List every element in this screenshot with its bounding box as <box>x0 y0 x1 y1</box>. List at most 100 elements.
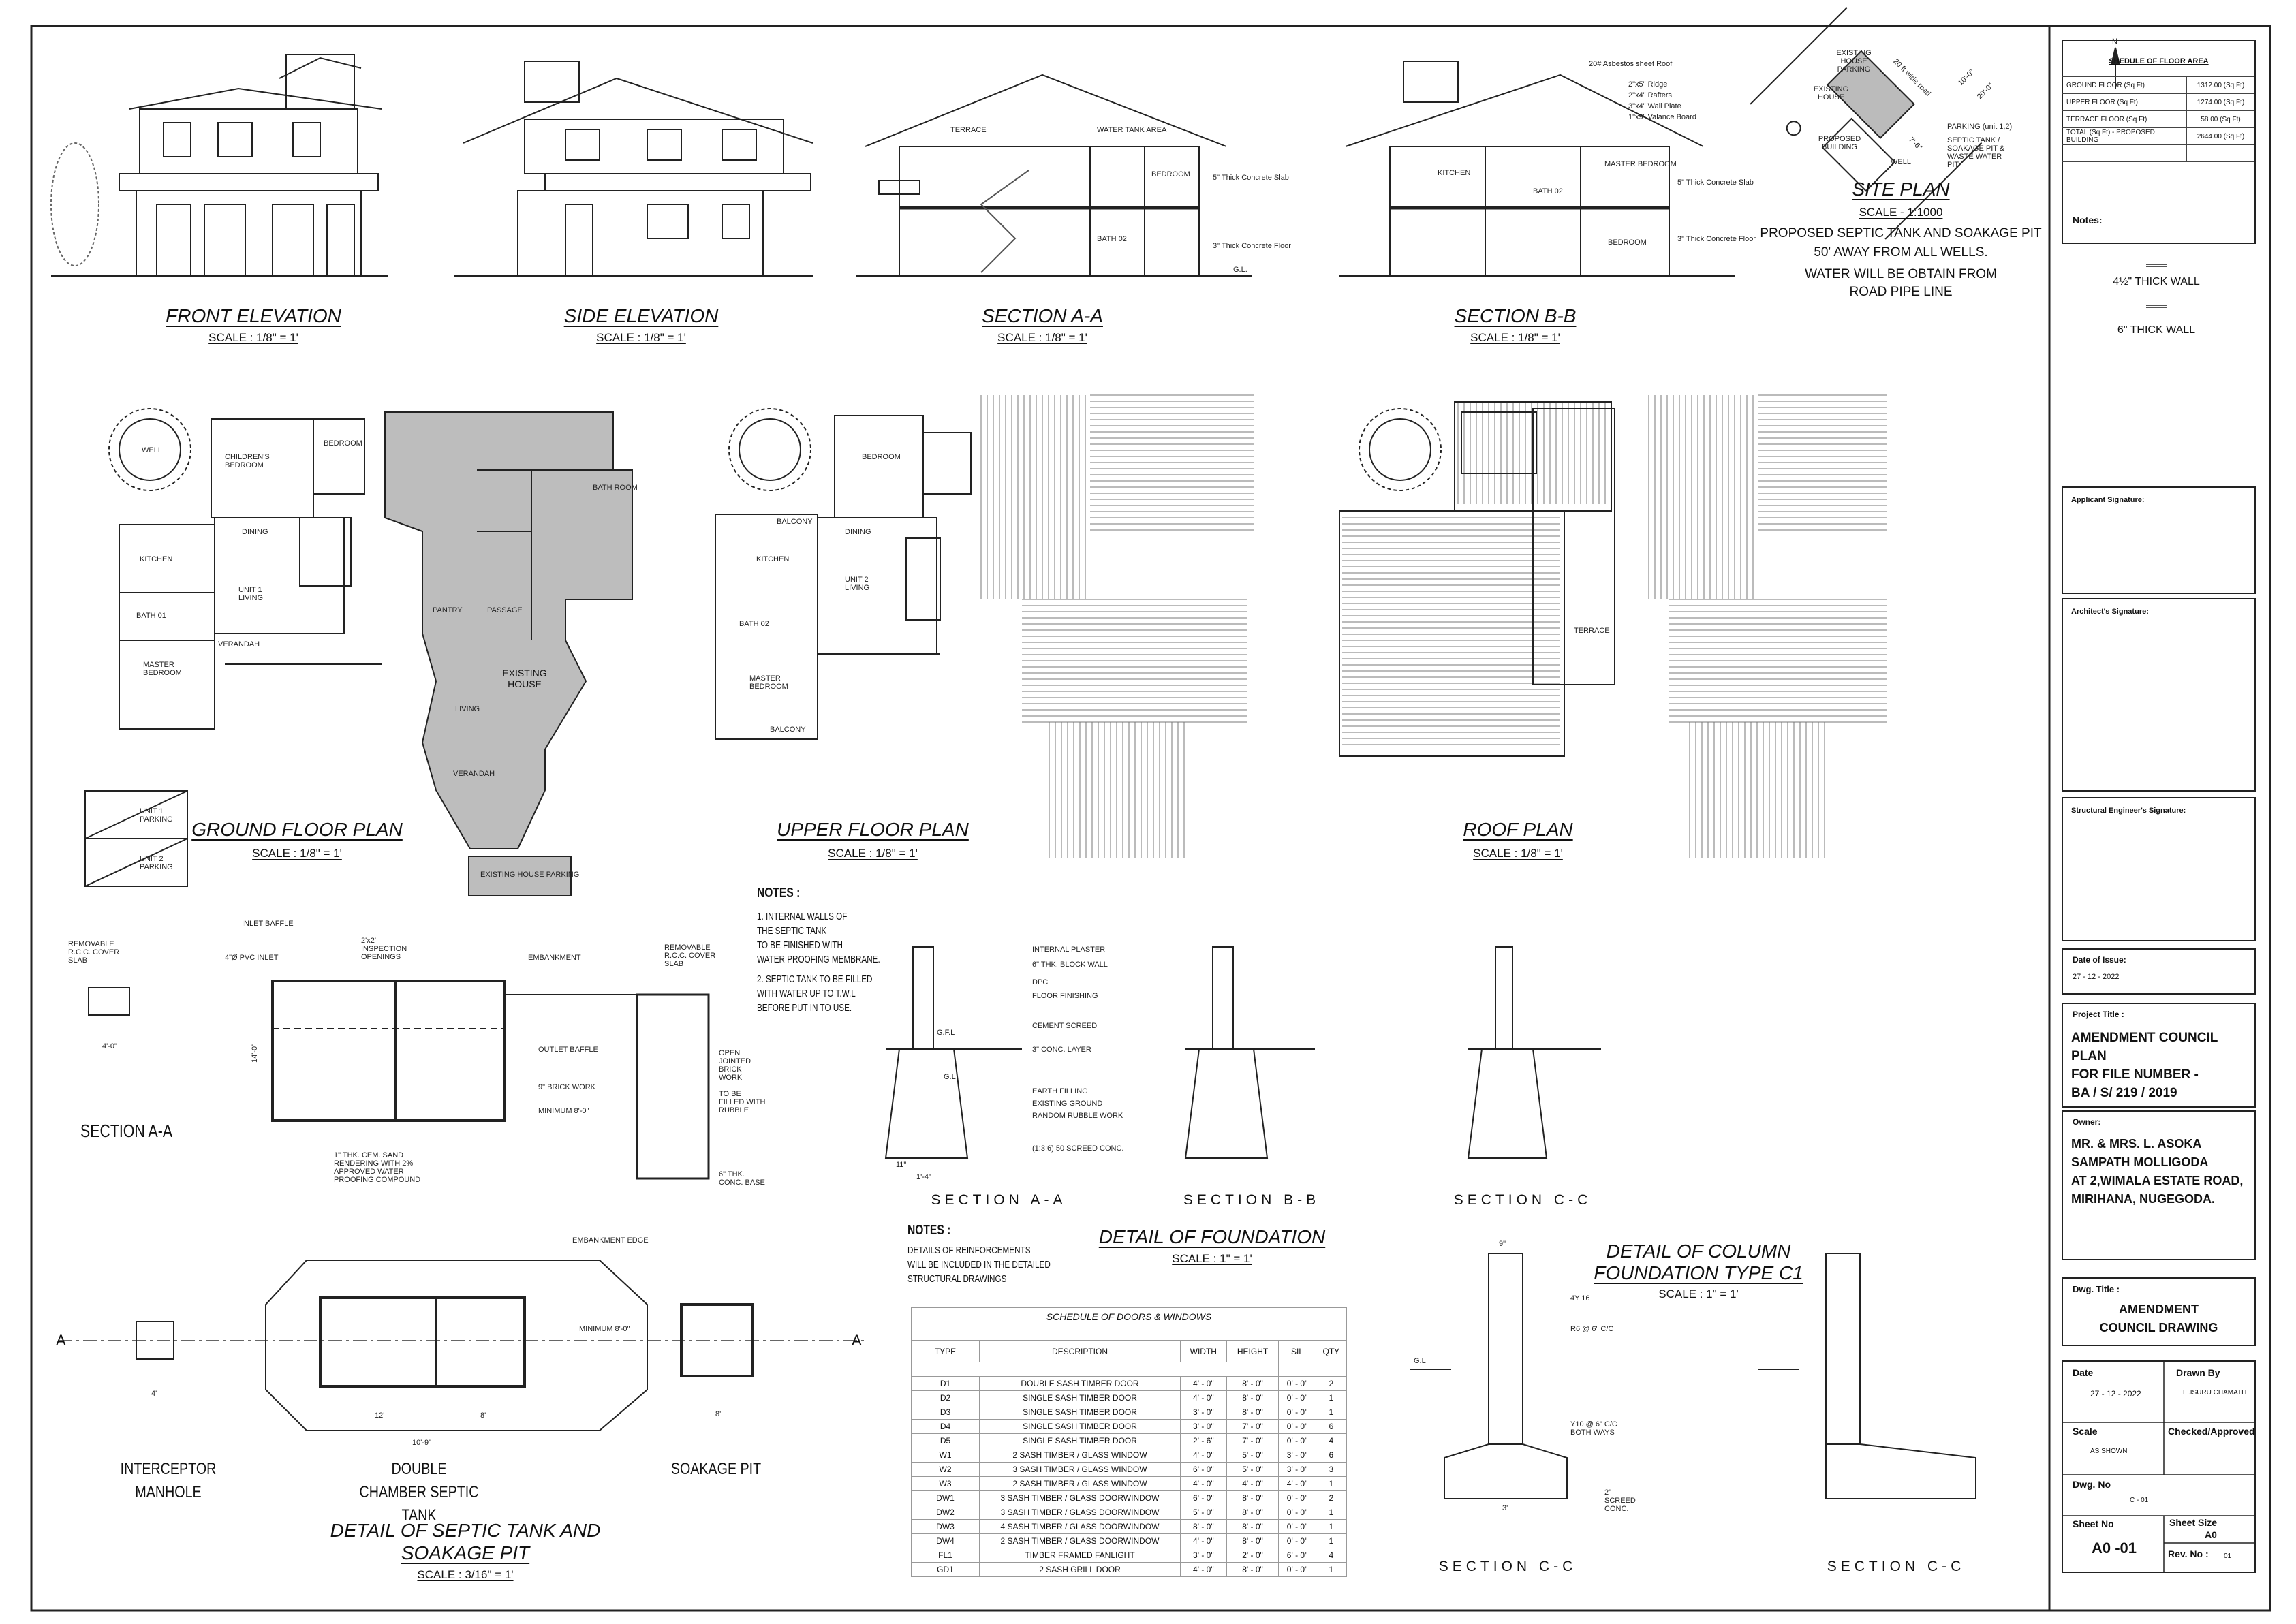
schedule-cell: 4' - 0" <box>1180 1390 1227 1405</box>
schedule-cell: 8' - 0" <box>1226 1562 1279 1577</box>
note-line: WATER PROOFING MEMBRANE. <box>757 954 880 965</box>
architect-signature-box[interactable]: Architect's Signature: <box>2062 598 2256 792</box>
schedule-cell: 1 <box>1315 1533 1348 1548</box>
dwg-no-value: C - 01 <box>2130 1497 2149 1504</box>
foundation-label: RANDOM RUBBLE WORK <box>1032 1112 1123 1120</box>
foundation-label: G.L <box>944 1073 956 1081</box>
foundation-label: 11" <box>896 1161 907 1169</box>
schedule-header-cell: WIDTH <box>1180 1340 1227 1362</box>
schedule-cell: 1 <box>1315 1562 1348 1577</box>
schedule-spacer <box>1278 1362 1316 1377</box>
schedule-cell: 3' - 0" <box>1180 1405 1227 1420</box>
section-aa-label: TERRACE <box>950 126 987 134</box>
roof-hatching <box>980 394 1887 858</box>
room-label: UNIT 2 LIVING <box>845 576 870 592</box>
column-section-label: SECTION C-C <box>1438 1559 1577 1574</box>
section-bb-label: MASTER BEDROOM <box>1604 160 1677 168</box>
section-bb-label: 3"x4" Wall Plate <box>1628 102 1681 110</box>
schedule-cell: 7' - 0" <box>1226 1433 1279 1448</box>
septic-label: 1" THK. CEM. SAND RENDERING WITH 2% APPR… <box>334 1151 421 1184</box>
wall-legend-swatch-4half <box>2146 264 2167 267</box>
septic-label: OPEN JOINTED BRICK WORK <box>719 1049 751 1082</box>
schedule-cell: 1 <box>1315 1476 1348 1491</box>
schedule-cell: 0' - 0" <box>1278 1505 1316 1520</box>
date-of-issue-value: 27 - 12 - 2022 <box>2073 973 2120 981</box>
schedule-header-cell: HEIGHT <box>1226 1340 1279 1362</box>
schedule-cell: 3 SASH TIMBER / GLASS DOORWINDOW <box>979 1490 1181 1505</box>
dwg-title-line: AMENDMENT <box>2119 1302 2199 1316</box>
note-line: THE SEPTIC TANK <box>757 925 827 937</box>
septic-label: 9" BRICK WORK <box>538 1083 595 1091</box>
note-line: WILL BE INCLUDED IN THE DETAILED <box>907 1259 1051 1270</box>
schedule-header-cell: TYPE <box>911 1340 980 1362</box>
north-label: N <box>2112 37 2117 46</box>
room-label: PANTRY <box>433 606 463 614</box>
foundation-label: 1'-4" <box>916 1173 931 1181</box>
schedule-cell: 0' - 0" <box>1278 1376 1316 1391</box>
schedule-cell: SINGLE SASH TIMBER DOOR <box>979 1405 1181 1420</box>
schedule-cell: GD1 <box>911 1562 980 1577</box>
septic-tank-label: DOUBLE CHAMBER SEPTIC TANK <box>359 1460 479 1525</box>
section-aa-label: BEDROOM <box>1151 170 1190 178</box>
floor-area-row: TERRACE FLOOR (Sq Ft)58.00 (Sq Ft) <box>2062 110 2254 128</box>
schedule-cell: 0' - 0" <box>1278 1533 1316 1548</box>
schedule-cell: 8' - 0" <box>1226 1519 1279 1534</box>
foundation-scale: SCALE : 1" = 1' <box>1172 1252 1252 1265</box>
note-line: STRUCTURAL DRAWINGS <box>907 1273 1007 1285</box>
schedule-header-cell: DESCRIPTION <box>979 1340 1181 1362</box>
ground-floor-plan-title: GROUND FLOOR PLAN <box>191 819 403 840</box>
upper-floor-plan-drawing <box>715 408 972 740</box>
septic-label: REMOVABLE R.C.C. COVER SLAB <box>68 940 120 965</box>
room-label: KITCHEN <box>756 555 790 563</box>
scale-value: AS SHOWN <box>2090 1448 2128 1455</box>
roof-plan-drawing <box>1339 401 1615 757</box>
foundation-section-cc-label: SECTION C-C <box>1453 1192 1592 1208</box>
septic-label: MINIMUM 8'-0" <box>538 1107 589 1115</box>
schedule-cell: 1 <box>1315 1390 1348 1405</box>
septic-plan-dimension: 8' <box>715 1410 722 1418</box>
section-bb-title: SECTION B-B <box>1454 305 1577 326</box>
parking-label: UNIT 1 PARKING <box>140 807 173 824</box>
date-value: 27 - 12 - 2022 <box>2090 1389 2141 1399</box>
site-label: SEPTIC TANK / SOAKAGE PIT & WASTE WATER … <box>1947 136 2005 169</box>
sheet-border <box>30 25 2271 1612</box>
schedule-cell: W3 <box>911 1476 980 1491</box>
site-note: ROAD PIPE LINE <box>1849 285 1953 299</box>
parking-legend <box>84 790 572 896</box>
section-aa-label: 5" Thick Concrete Slab <box>1213 174 1289 182</box>
schedule-cell: D5 <box>911 1433 980 1448</box>
septic-label: REMOVABLE R.C.C. COVER SLAB <box>664 943 716 968</box>
septic-plan-label: EMBANKMENT EDGE <box>572 1236 649 1245</box>
project-title-line: AMENDMENT COUNCIL PLAN <box>2071 1031 2218 1063</box>
room-label: CHILDREN'S BEDROOM <box>225 453 270 469</box>
site-label: EXISTING HOUSE PARKING <box>1836 49 1872 74</box>
project-title-line: FOR FILE NUMBER - <box>2071 1067 2199 1082</box>
schedule-cell: W1 <box>911 1448 980 1463</box>
column-label: 2" SCREED CONC. <box>1604 1488 1636 1513</box>
schedule-cell: 8' - 0" <box>1226 1376 1279 1391</box>
schedule-cell: D3 <box>911 1405 980 1420</box>
room-label: LIVING <box>455 705 480 713</box>
schedule-cell: 6 <box>1315 1448 1348 1463</box>
schedule-cell: 0' - 0" <box>1278 1419 1316 1434</box>
schedule-cell: 2 SASH TIMBER / GLASS WINDOW <box>979 1448 1181 1463</box>
site-note: 50' AWAY FROM ALL WELLS. <box>1814 245 1988 260</box>
floor-area-row: UPPER FLOOR (Sq Ft)1274.00 (Sq Ft) <box>2062 93 2254 111</box>
septic-notes-heading: NOTES : <box>757 886 801 901</box>
room-label: MASTER BEDROOM <box>749 674 788 691</box>
applicant-signature-box[interactable]: Applicant Signature: <box>2062 486 2256 594</box>
sheet-no-value: A0 -01 <box>2092 1540 2137 1557</box>
schedule-cell: 3 <box>1315 1462 1348 1477</box>
schedule-cell: DW2 <box>911 1505 980 1520</box>
room-label: BATH 01 <box>136 612 166 620</box>
scale-label: Scale <box>2073 1426 2098 1437</box>
structural-signature-box[interactable]: Structural Engineer's Signature: <box>2062 797 2256 941</box>
septic-section-title: SECTION A-A <box>80 1121 173 1141</box>
